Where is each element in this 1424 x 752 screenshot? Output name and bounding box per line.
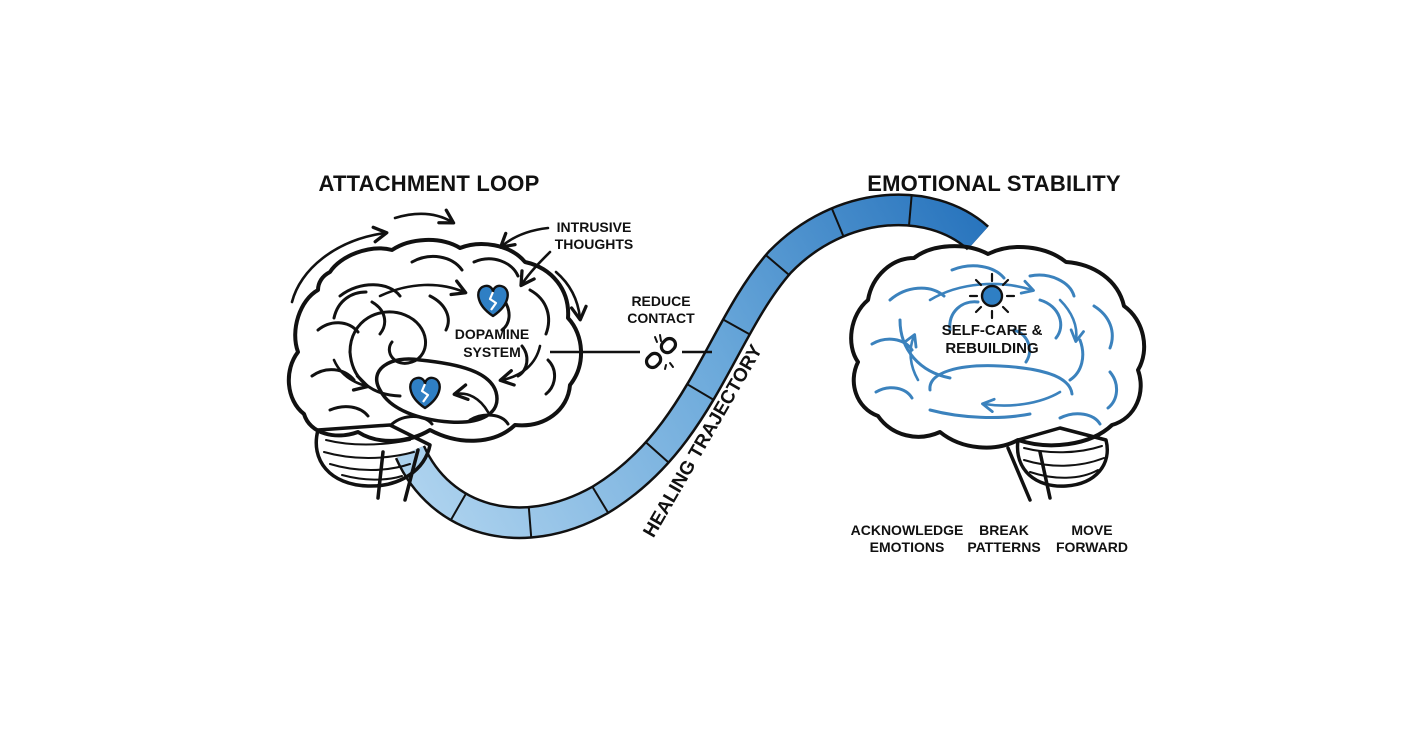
- left-brain: [286, 237, 584, 502]
- dopamine-system-label: DOPAMINE SYSTEM: [455, 326, 529, 360]
- trajectory-segment-divider: [764, 253, 791, 277]
- right-brain: [849, 244, 1147, 502]
- trajectory-segment-divider: [591, 485, 610, 515]
- svg-text:FORWARD: FORWARD: [1056, 539, 1128, 555]
- trajectory-segment-dividers: [449, 194, 913, 539]
- left-cerebellum: [314, 423, 432, 488]
- trajectory-segment-divider: [721, 318, 751, 336]
- svg-text:DOPAMINE: DOPAMINE: [455, 326, 529, 342]
- svg-text:SELF-CARE &: SELF-CARE &: [942, 322, 1043, 339]
- healing-trajectory-band: [394, 193, 989, 540]
- broken-heart-icon: [477, 284, 509, 318]
- sun-icon: [968, 272, 1016, 320]
- right-brain-stem: [1006, 446, 1052, 502]
- left-cerebrum-outline: [286, 237, 584, 443]
- trajectory-segment-divider: [449, 492, 468, 522]
- trajectory-segment-divider: [644, 440, 670, 464]
- svg-text:THOUGHTS: THOUGHTS: [555, 236, 634, 252]
- svg-text:EMOTIONS: EMOTIONS: [870, 539, 945, 555]
- right-cerebellum: [1015, 426, 1109, 488]
- broken-chain-icon: [644, 334, 678, 370]
- right-cerebrum-outline: [849, 244, 1147, 450]
- svg-text:ACKNOWLEDGE: ACKNOWLEDGE: [851, 522, 964, 538]
- svg-text:BREAK: BREAK: [979, 522, 1029, 538]
- self-care-rebuilding-label: SELF-CARE & REBUILDING: [942, 322, 1043, 357]
- broken-heart-icon: [409, 376, 441, 410]
- step-acknowledge-emotions: ACKNOWLEDGE EMOTIONS: [851, 522, 964, 555]
- svg-text:SYSTEM: SYSTEM: [463, 344, 521, 360]
- trajectory-segment-divider: [907, 194, 913, 227]
- svg-text:REBUILDING: REBUILDING: [945, 340, 1038, 357]
- attachment-loop-arrows: [290, 208, 588, 322]
- svg-text:INTRUSIVE: INTRUSIVE: [557, 219, 632, 235]
- reduce-contact-label: REDUCE CONTACT: [627, 293, 695, 326]
- trajectory-segment-divider: [527, 506, 533, 539]
- step-break-patterns: BREAK PATTERNS: [967, 522, 1040, 555]
- attachment-loop-title: ATTACHMENT LOOP: [319, 171, 540, 196]
- left-temporal-lobe: [375, 357, 499, 424]
- svg-text:REDUCE: REDUCE: [631, 293, 690, 309]
- svg-text:MOVE: MOVE: [1071, 522, 1112, 538]
- svg-text:CONTACT: CONTACT: [627, 310, 695, 326]
- intrusive-thoughts-label: INTRUSIVE THOUGHTS: [555, 219, 634, 252]
- trajectory-segment-divider: [830, 207, 845, 238]
- trajectory-segment-divider: [686, 382, 715, 401]
- svg-text:PATTERNS: PATTERNS: [967, 539, 1040, 555]
- step-move-forward: MOVE FORWARD: [1056, 522, 1128, 555]
- left-brain-stem: [376, 448, 420, 502]
- emotional-stability-title: EMOTIONAL STABILITY: [867, 171, 1121, 196]
